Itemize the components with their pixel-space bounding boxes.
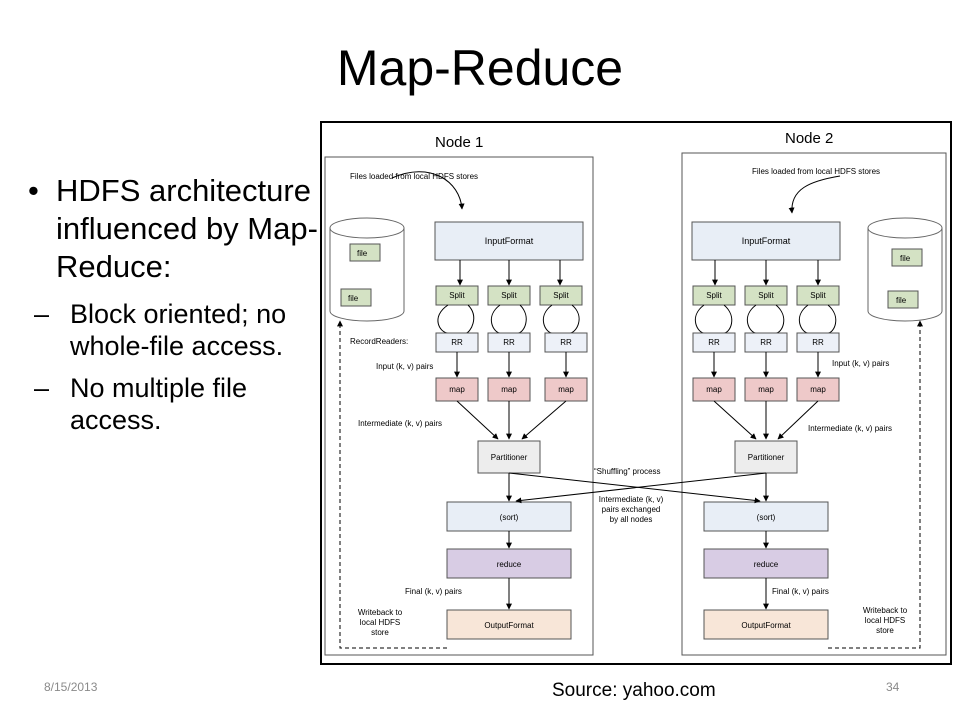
file-label: file [896,296,907,305]
node-2: Node 2 Files loaded from local HDFS stor… [681,130,947,656]
sub-bullet-text: No multiple file access. [70,373,248,435]
node-2-reduce-label: reduce [754,560,779,569]
sub-bullet-list: –Block oriented; no whole-file access. –… [28,298,318,436]
bullet-hdfs-architecture: HDFS architecture influenced by Map-Redu… [28,172,318,286]
map-label: map [758,385,774,394]
node-1-maps: map map map [435,377,588,402]
node-2-partitioner-label: Partitioner [748,453,785,462]
split-label: Split [501,291,517,300]
node-1-writeback: Writeback to local HDFS store [337,320,447,649]
sub-bullet-block-oriented: –Block oriented; no whole-file access. [34,299,287,361]
split-label: Split [758,291,774,300]
node-2-maps: map map map [692,377,840,402]
node-2-inputformat-label: InputFormat [742,236,791,246]
node-1-partitioner-label: Partitioner [491,453,528,462]
node-2-writeback: Writeback to local HDFS store [828,320,923,649]
split-label: Split [810,291,826,300]
node-2-hdfs-store: file file [867,217,943,322]
writeback-label: local HDFS [865,616,905,625]
exchanged-label: pairs exchanged [602,505,661,514]
bullet-list: HDFS architecture influenced by Map-Redu… [28,172,318,446]
node-1: Node 1 Files loaded from local HDFS stor… [324,134,594,656]
node-1-reduce-label: reduce [497,560,522,569]
bullet-text: HDFS architecture influenced by Map-Redu… [56,173,318,284]
writeback-label: store [371,628,389,637]
node-1-partitioner [477,440,541,474]
node-2-title: Node 2 [785,130,833,147]
node-1-intermediate-label: Intermediate (k, v) pairs [358,419,442,428]
writeback-label: Writeback to [358,608,403,617]
node-2-splits: Split Split Split [692,285,840,334]
map-label: map [501,385,517,394]
node-2-inputformat [691,221,841,261]
split-label: Split [553,291,569,300]
writeback-label: store [876,626,894,635]
node-1-inputformat-label: InputFormat [485,236,534,246]
footer-date: 8/15/2013 [44,680,98,694]
node-1-reduce [446,548,572,579]
sub-bullet-text: Block oriented; no whole-file access. [70,299,287,361]
split-label: Split [706,291,722,300]
sub-bullet-no-multiple-file: –No multiple file access. [34,373,248,435]
shuffling-label: “Shuffling” process [594,467,661,476]
map-label: map [810,385,826,394]
rr-label: RR [708,338,720,347]
node-2-reduce [703,548,829,579]
map-label: map [558,385,574,394]
rr-label: RR [812,338,824,347]
node-1-recordreaders: RR RR RR [435,332,588,353]
split-label: Split [449,291,465,300]
node-1-input-pairs-label: Input (k, v) pairs [376,362,433,371]
exchanged-label: Intermediate (k, v) [599,495,664,504]
exchanged-label: by all nodes [610,515,653,524]
node-2-input-pairs-label: Input (k, v) pairs [832,359,889,368]
rr-label: RR [451,338,463,347]
rr-label: RR [560,338,572,347]
rr-label: RR [503,338,515,347]
source-caption: Source: yahoo.com [552,680,716,701]
node-2-outputformat [703,609,829,640]
writeback-label: Writeback to [863,606,908,615]
node-1-files-label: Files loaded from local HDFS stores [350,172,478,181]
node-2-files-label: Files loaded from local HDFS stores [752,167,880,176]
node-1-inputformat [434,221,584,261]
rr-label: RR [760,338,772,347]
page-number: 34 [886,680,900,694]
shuffle-flows: “Shuffling” process Intermediate (k, v) … [506,467,769,524]
node-1-outputformat-label: OutputFormat [484,621,534,630]
node-1-hdfs-store: file file [329,217,405,322]
node-1-outputformat [446,609,572,640]
file-label: file [357,249,368,258]
mapreduce-diagram: Node 1 Files loaded from local HDFS stor… [320,121,952,665]
node-2-final-pairs-label: Final (k, v) pairs [772,587,829,596]
node-2-recordreaders: RR RR RR [692,332,840,353]
slide-title: Map-Reduce [336,40,624,96]
node-1-title: Node 1 [435,134,483,151]
writeback-label: local HDFS [360,618,400,627]
node-2-outputformat-label: OutputFormat [741,621,791,630]
file-label: file [900,254,911,263]
node-2-intermediate-label: Intermediate (k, v) pairs [808,424,892,433]
node-1-sort [446,501,572,532]
node-2-sort-label: (sort) [757,513,776,522]
node-1-recordreaders-label: RecordReaders: [350,337,408,346]
file-label: file [348,294,359,303]
map-label: map [449,385,465,394]
node-1-sort-label: (sort) [500,513,519,522]
node-1-final-pairs-label: Final (k, v) pairs [405,587,462,596]
map-label: map [706,385,722,394]
